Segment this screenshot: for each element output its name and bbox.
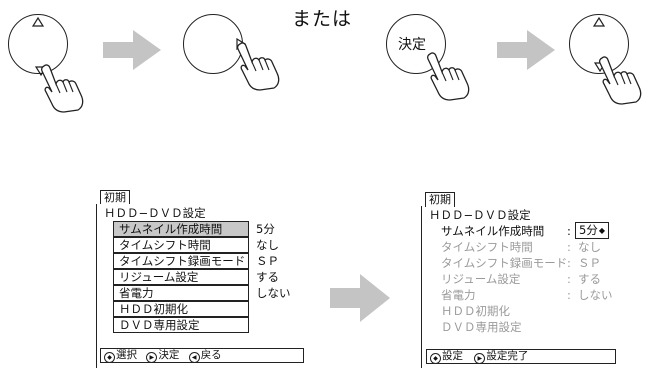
thumbnail-time-spinbox[interactable]: 5分◆ bbox=[575, 222, 609, 239]
menu-tab: 初期 bbox=[425, 192, 455, 207]
menu-item-power-save: 省電力 bbox=[441, 288, 476, 302]
menu-tab: 初期 bbox=[100, 190, 130, 205]
menu-title: ＨＤＤ−ＤＶＤ設定 bbox=[429, 208, 531, 222]
footer-set-label: 設定 bbox=[442, 350, 463, 362]
enter-button-circle bbox=[386, 14, 446, 74]
value-thumbnail-time: 5分 bbox=[256, 222, 275, 236]
menu-item-timeshift-time[interactable]: タイムシフト時間 bbox=[113, 237, 249, 253]
joystick-circle-4 bbox=[569, 14, 629, 74]
menu-item-power-save[interactable]: 省電力 bbox=[113, 285, 249, 301]
value-timeshift-time: なし bbox=[578, 240, 601, 254]
up-triangle-icon bbox=[32, 17, 44, 27]
pointing-hand-icon bbox=[598, 56, 642, 105]
spin-icon: ◆ bbox=[598, 226, 605, 235]
menu-title: ＨＤＤ−ＤＶＤ設定 bbox=[104, 206, 206, 220]
menu-footer: ◆選択 ▶決定 ◀戻る bbox=[100, 348, 304, 363]
footer-decide-label: 決定 bbox=[158, 349, 180, 361]
menu-item-thumbnail-time[interactable]: サムネイル作成時間 bbox=[113, 221, 249, 237]
colon: : bbox=[567, 224, 571, 238]
menu-item-thumbnail-time[interactable]: サムネイル作成時間 bbox=[441, 224, 545, 238]
menu-item-dvd-settings: ＤＶＤ専用設定 bbox=[441, 320, 522, 334]
pointing-hand-icon bbox=[236, 42, 280, 91]
menu-item-resume: リジューム設定 bbox=[441, 272, 521, 286]
menu-item-hdd-init: ＨＤＤ初期化 bbox=[441, 304, 510, 318]
value-resume: する bbox=[256, 270, 279, 284]
right-arrow-icon bbox=[330, 274, 390, 322]
value-resume: する bbox=[578, 272, 601, 286]
colon: : bbox=[567, 240, 571, 254]
updown-icon: ◆ bbox=[104, 352, 115, 363]
left-icon: ◀ bbox=[188, 352, 200, 363]
footer-back-label: 戻る bbox=[200, 349, 222, 361]
right-icon: ▶ bbox=[146, 352, 158, 363]
menu-item-timeshift-rec-mode[interactable]: タイムシフト録画モード bbox=[113, 253, 249, 269]
or-text: または bbox=[292, 8, 353, 30]
pointing-hand-icon bbox=[426, 52, 470, 101]
value-thumbnail-time: 5分 bbox=[579, 223, 598, 237]
menu-item-resume[interactable]: リジューム設定 bbox=[113, 269, 249, 285]
menu-item-hdd-init[interactable]: ＨＤＤ初期化 bbox=[113, 301, 249, 317]
pointing-hand-icon bbox=[40, 64, 84, 113]
footer-complete-label: 設定完了 bbox=[486, 350, 529, 362]
footer-select-label: 選択 bbox=[116, 349, 137, 361]
right-arrow-icon bbox=[103, 30, 161, 70]
value-timeshift-time: なし bbox=[256, 238, 279, 252]
colon: : bbox=[567, 288, 571, 302]
value-power-save: しない bbox=[578, 288, 613, 302]
colon: : bbox=[567, 272, 571, 286]
menu-item-timeshift-rec-mode: タイムシフト録画モード bbox=[441, 256, 568, 270]
menu-item-dvd-settings[interactable]: ＤＶＤ専用設定 bbox=[113, 317, 249, 333]
enter-label: 決定 bbox=[398, 37, 426, 53]
colon: : bbox=[567, 256, 571, 270]
value-power-save: しない bbox=[256, 286, 291, 300]
up-triangle-icon bbox=[593, 17, 605, 27]
value-timeshift-rec-mode: ＳＰ bbox=[256, 254, 279, 268]
joystick-circle-1 bbox=[8, 14, 68, 74]
right-arrow-icon bbox=[497, 30, 555, 70]
value-timeshift-rec-mode: ＳＰ bbox=[578, 256, 601, 270]
menu-footer: ◆設定 ▶設定完了 bbox=[426, 349, 616, 364]
right-icon: ▶ bbox=[474, 353, 486, 364]
updown-icon: ◆ bbox=[430, 353, 441, 364]
joystick-circle-2 bbox=[183, 14, 243, 74]
menu-item-timeshift-time: タイムシフト時間 bbox=[441, 240, 533, 254]
